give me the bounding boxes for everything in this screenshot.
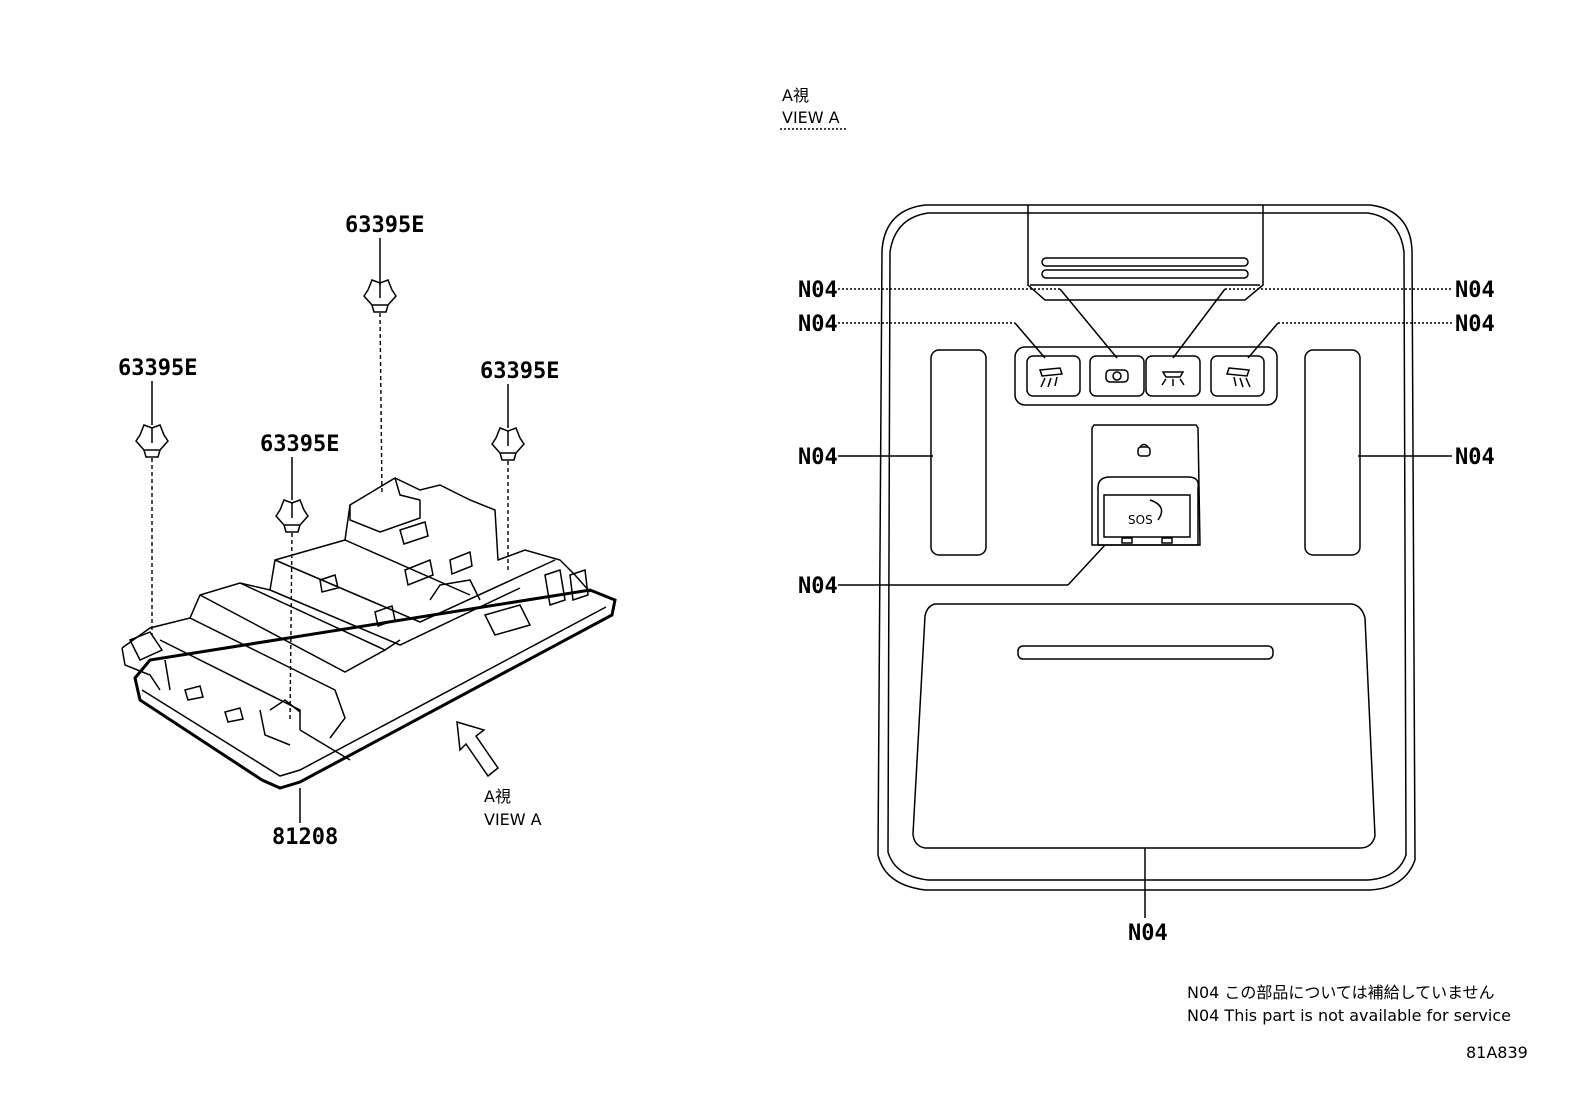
view-a-heading-jp: A視 [782,86,809,105]
lamp-lens-slot [1041,269,1249,279]
callout-label: N04 [798,278,838,303]
callout-label: N04 [1455,312,1495,337]
side-lens-left [930,349,987,556]
install-line [289,532,293,721]
sos-module: SOS [1091,424,1201,546]
callout-label: N04 [798,574,838,599]
map-lamp-icon [1225,367,1251,388]
figure-id: 81A839 [1466,1043,1528,1062]
lower-lens-slot [1017,645,1274,660]
side-lens-right [1304,349,1361,556]
note-jp: N04 この部品については補給していません [1187,983,1495,1002]
clip-label-right: 63395E [480,359,559,384]
dome-lamp-icon [1161,371,1185,386]
callout-label: N04 [1128,921,1168,946]
sos-label: SOS [1128,513,1153,527]
callout-group: N04 N04 N04 N04 N04 N04 N04 N04 [798,278,1495,946]
clip-label-left: 63395E [118,356,197,381]
clip-fastener [491,427,525,461]
top-lamp-housing [1027,205,1264,301]
switch-panel [1014,346,1278,406]
install-line [379,312,383,496]
callout-label: N04 [798,445,838,470]
clip-label-top: 63395E [345,213,424,238]
view-a-arrow [456,720,500,778]
callout-label: N04 [1455,278,1495,303]
microphone-icon [1137,446,1151,457]
map-lamp-switch-right [1210,355,1265,397]
view-a-heading-en: VIEW A [782,108,840,127]
part-label-81208: 81208 [272,825,338,850]
callout-label: N04 [798,312,838,337]
view-a-jp-label: A視 [484,787,511,806]
clip-label-center: 63395E [260,432,339,457]
clip-fastener [275,499,309,533]
console-inner-outline [887,212,1407,881]
lower-lamp-lens [912,603,1376,849]
clip-fastener [363,279,397,313]
lamp-lens-slot [1041,257,1249,267]
console-outer-outline [877,204,1416,891]
clip-fastener [135,424,169,458]
dome-lamp-switch [1089,355,1145,397]
door-lamp-icon [1105,369,1129,383]
map-lamp-icon [1038,367,1064,388]
exploded-view: 63395E 63395E 63395E 63395E [118,213,617,850]
overhead-console-housing [121,477,617,790]
map-lamp-switch-left [1026,355,1081,397]
note-en: N04 This part is not available for servi… [1187,1006,1511,1025]
interior-lamp-switch [1145,355,1201,397]
view-a-en-label: VIEW A [484,810,542,829]
phone-icon [1149,499,1163,521]
view-a-detail: A視 VIEW A [780,86,1495,946]
callout-label: N04 [1455,445,1495,470]
